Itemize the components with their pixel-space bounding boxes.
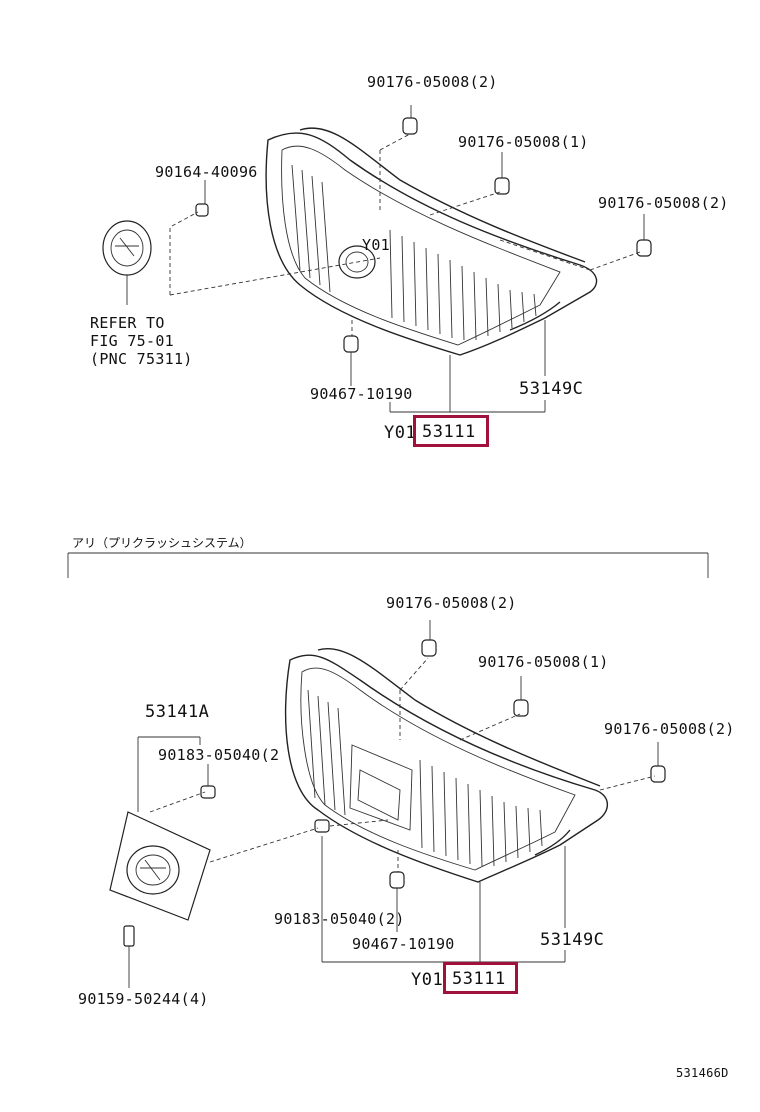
label-top-part-53111: 53111 — [422, 422, 476, 442]
label-top-ref-line2: FIG 75-01 — [90, 332, 174, 350]
figure-code: 531466D — [676, 1066, 729, 1080]
bottom-leader-lines — [149, 657, 656, 872]
label-top-screw: 90164-40096 — [155, 163, 258, 181]
label-top-molding: 53149C — [519, 379, 584, 399]
bottom-emblem-bracket-icon — [109, 811, 211, 921]
highlight-bottom-part-53111[interactable]: 53111 — [443, 962, 518, 994]
bottom-bracket-lines — [128, 620, 659, 988]
label-bottom-screw: 90159-50244(4) — [78, 990, 209, 1008]
label-top-grille-marker: Y01 — [362, 236, 390, 254]
bottom-clip-icons — [123, 639, 666, 947]
label-top-ref-line3: (PNC 75311) — [90, 350, 193, 368]
label-bottom-nut-lower: 90183-05040(2) — [274, 910, 405, 928]
section-bracket — [67, 552, 709, 578]
label-top-bottom-clip: 90467-10190 — [310, 385, 413, 403]
label-bottom-molding: 53149C — [540, 930, 605, 950]
label-top-clip-right: 90176-05008(2) — [598, 194, 729, 212]
highlight-top-part-53111[interactable]: 53111 — [413, 415, 489, 447]
section-header-precrash: アリ（プリクラッシュシステム） — [72, 536, 252, 550]
top-leader-lines — [169, 133, 641, 336]
top-grille-assembly — [265, 127, 598, 356]
label-bottom-bottom-clip: 90467-10190 — [352, 935, 455, 953]
label-top-clip-mid: 90176-05008(1) — [458, 133, 589, 151]
label-bottom-clip-right: 90176-05008(2) — [604, 720, 735, 738]
top-bracket-lines — [204, 105, 645, 413]
top-emblem-icon — [102, 220, 152, 305]
label-bottom-nut-upper: 90183-05040(2 — [158, 746, 280, 764]
label-bottom-prefix: Y01 — [411, 970, 444, 990]
label-top-prefix: Y01 — [384, 423, 417, 443]
label-bottom-clip-mid: 90176-05008(1) — [478, 653, 609, 671]
label-bottom-part-53111: 53111 — [452, 969, 506, 989]
label-top-ref-line1: REFER TO — [90, 314, 165, 332]
label-bottom-bracket: 53141A — [145, 702, 210, 722]
label-bottom-clip-top: 90176-05008(2) — [386, 594, 517, 612]
label-top-clip-top: 90176-05008(2) — [367, 73, 498, 91]
bottom-grille-assembly — [284, 647, 609, 883]
top-clip-icons — [195, 117, 652, 353]
